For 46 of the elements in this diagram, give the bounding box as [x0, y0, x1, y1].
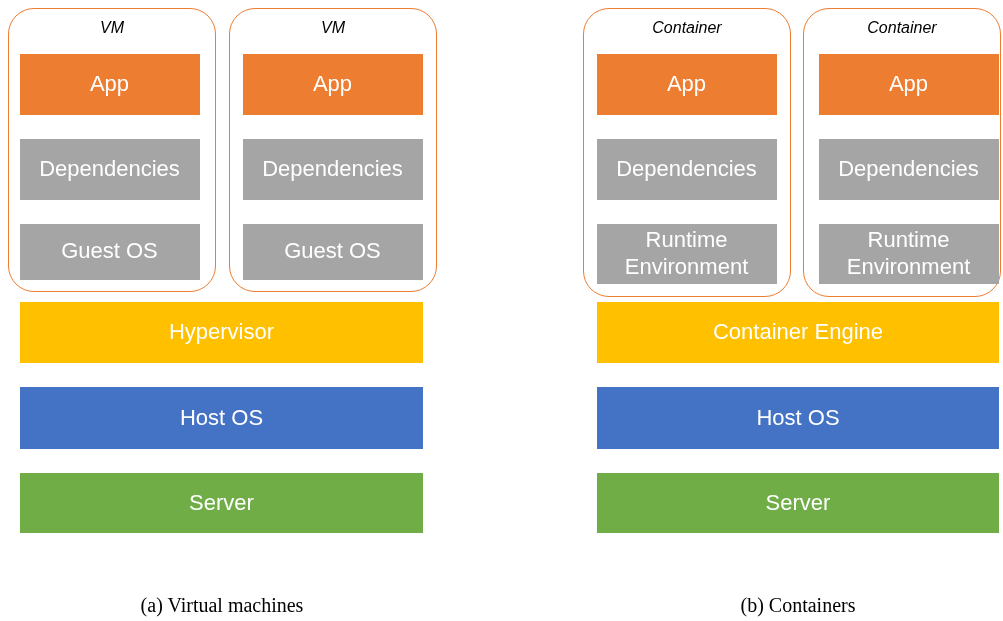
group-frame: [229, 8, 437, 292]
layer-label: Runtime Environment: [845, 227, 972, 280]
layer-box: [597, 302, 999, 363]
layer-box: [596, 53, 777, 115]
layer-label: Dependencies: [838, 155, 979, 183]
group-title: Container: [866, 19, 938, 37]
layer-label: Hypervisor: [168, 319, 275, 346]
group-frame: [8, 8, 216, 292]
layer-label: Guest OS: [61, 238, 158, 265]
layer-label: Guest OS: [284, 238, 381, 265]
layer-box: [20, 473, 423, 533]
layer-box: [242, 53, 423, 115]
layer-box: [596, 138, 777, 200]
layer-label: Host OS: [179, 404, 264, 432]
layer-label: Container Engine: [713, 319, 883, 346]
layer-label: Runtime Environment: [623, 227, 750, 280]
layer-box: [597, 387, 999, 449]
group-title: VM: [320, 19, 346, 37]
layer-label: Dependencies: [262, 155, 403, 183]
group-title: Container: [651, 19, 723, 37]
layer-box: [19, 138, 200, 200]
layer-box: [818, 138, 999, 200]
layer-label: Server: [765, 489, 831, 517]
layer-box: [818, 53, 999, 115]
layer-box: [19, 53, 200, 115]
layer-label: Dependencies: [39, 155, 180, 183]
layer-box: [597, 473, 999, 533]
layer-label: App: [666, 70, 707, 98]
layer-label: App: [312, 70, 353, 98]
caption: (a) Virtual machines: [140, 594, 304, 617]
caption: (b) Containers: [740, 594, 856, 617]
layer-box: [19, 223, 200, 280]
group-frame: [803, 8, 1001, 297]
layer-box: [20, 387, 423, 449]
layer-label: Host OS: [756, 404, 840, 432]
layer-box: [20, 302, 423, 363]
layer-label: Dependencies: [616, 155, 757, 183]
layer-box: [242, 138, 423, 200]
layer-box: [818, 223, 999, 284]
layer-label: App: [89, 70, 130, 98]
layer-box: [242, 223, 423, 280]
layer-label: Server: [189, 489, 254, 517]
group-frame: [583, 8, 791, 297]
group-title: VM: [99, 19, 125, 37]
layer-label: App: [888, 70, 929, 98]
layer-box: [596, 223, 777, 284]
